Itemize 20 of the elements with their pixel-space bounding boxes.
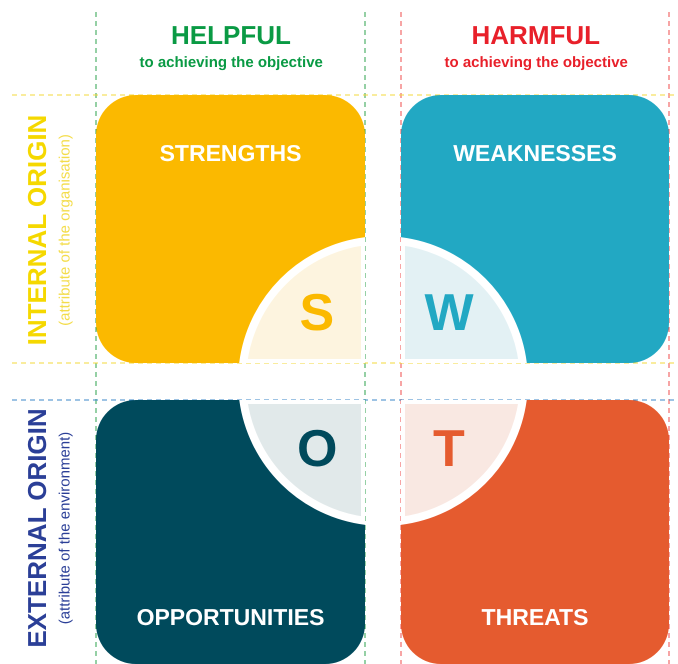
column-heading: HARMFUL [472,20,600,50]
column-subheading: to achieving the objective [140,52,323,72]
row-subheading: (attribute of the environment) [56,432,74,624]
quadrant-letter: W [424,285,474,341]
quadrant-title: STRENGTHS [158,140,302,167]
row-subheading: (attribute of the organisation) [56,134,74,326]
quadrant-letter: T [433,421,465,477]
quadrant-letter: O [297,421,338,477]
quadrant-card [96,95,365,363]
column-subheading: to achieving the objective [444,52,628,72]
quadrant-title: WEAKNESSES [452,140,618,167]
quadrant-title: OPPORTUNITIES [136,604,326,631]
quadrant-letter: S [300,285,334,341]
quadrant-title: THREATS [480,604,590,631]
quadrant-card [96,400,365,664]
quadrant-card [401,400,669,664]
column-heading: HELPFUL [171,20,291,50]
row-heading: EXTERNAL ORIGIN [22,408,52,648]
quadrant-card [401,95,669,363]
row-heading: INTERNAL ORIGIN [22,114,52,346]
